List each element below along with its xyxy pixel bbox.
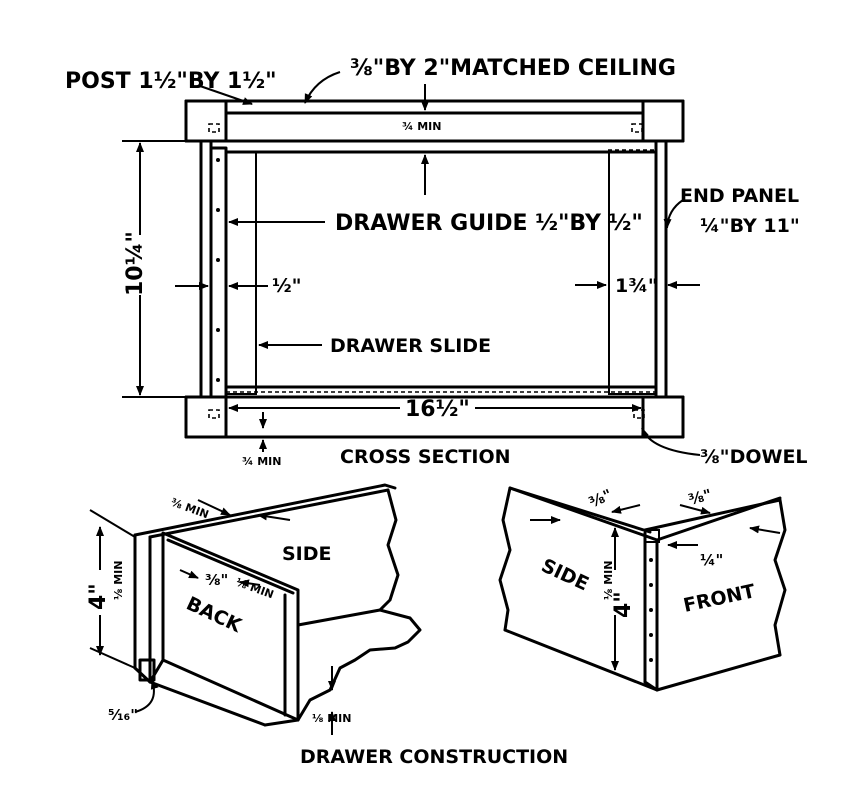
right-drawer-slide <box>608 151 657 395</box>
left-drawer-guide <box>209 146 228 399</box>
front-label: FRONT <box>681 580 757 617</box>
ceiling-arrow <box>304 71 341 104</box>
back-top-label: ⅜ MIN <box>169 496 211 522</box>
one-three-quarter-label: 1¾" <box>615 275 658 297</box>
front-height-label: 4" <box>611 591 636 618</box>
end-panel-label-1: END PANEL <box>680 185 799 207</box>
drawer-front-view <box>498 486 787 692</box>
quarter-label: ¼" <box>700 551 723 569</box>
post-arrow <box>199 85 253 105</box>
drawer-back-label: BACK <box>183 593 246 638</box>
front-broken-edge <box>773 498 787 657</box>
width-label: 16½" <box>405 397 470 422</box>
ceiling-label: ⅜"BY 2"MATCHED CEILING <box>350 56 676 81</box>
bottom-min-label: ⅛ MIN <box>312 712 351 725</box>
front-side-label: SIDE <box>538 555 592 596</box>
end-panel-label-2: ¼"BY 11" <box>700 215 800 237</box>
left-drawer-slide <box>225 151 257 395</box>
drawer-caption: DRAWER CONSTRUCTION <box>300 746 568 768</box>
front-side-broken-edge <box>498 486 512 632</box>
back-min-label: ⅛ MIN <box>112 561 125 600</box>
front-side-panel <box>503 486 659 692</box>
front-height-min-label: ⅛ MIN <box>602 561 615 600</box>
bottom-gap-label: ¾ MIN <box>242 455 281 468</box>
drawer-slide-label: DRAWER SLIDE <box>330 335 491 357</box>
drawer-side-label: SIDE <box>282 543 332 565</box>
height-label: 10¼" <box>123 231 148 296</box>
drawer-guide-label: DRAWER GUIDE ½"BY ½" <box>335 211 643 236</box>
back-height-label: 4" <box>86 583 111 610</box>
top-gap-label: ¾ MIN <box>402 120 441 133</box>
cross-section-caption: CROSS SECTION <box>340 446 511 468</box>
end-panel-arrow <box>663 199 684 229</box>
post-top-left <box>184 99 228 143</box>
post-bottom-right <box>641 395 685 439</box>
back-thick-label: ⅜" <box>205 571 228 589</box>
right-end-panel <box>654 139 668 399</box>
post-top-right <box>641 99 685 143</box>
dowel-label: ⅜"DOWEL <box>700 446 808 468</box>
post-label: POST 1½"BY 1½" <box>65 69 277 94</box>
dowel-arrow <box>641 427 701 456</box>
bottom-sixteenth-label: ⁵⁄₁₆" <box>108 706 138 724</box>
cross-section-drawing <box>122 71 701 456</box>
drawer-back-view <box>89 483 422 735</box>
post-bottom-left <box>184 395 228 439</box>
back-top-edge <box>133 483 397 537</box>
side-thick-label: ⅜" <box>586 485 615 511</box>
half-inch-label: ½" <box>272 275 302 297</box>
front-thick-label: ⅜" <box>686 485 713 508</box>
side-broken-edge <box>378 488 400 612</box>
